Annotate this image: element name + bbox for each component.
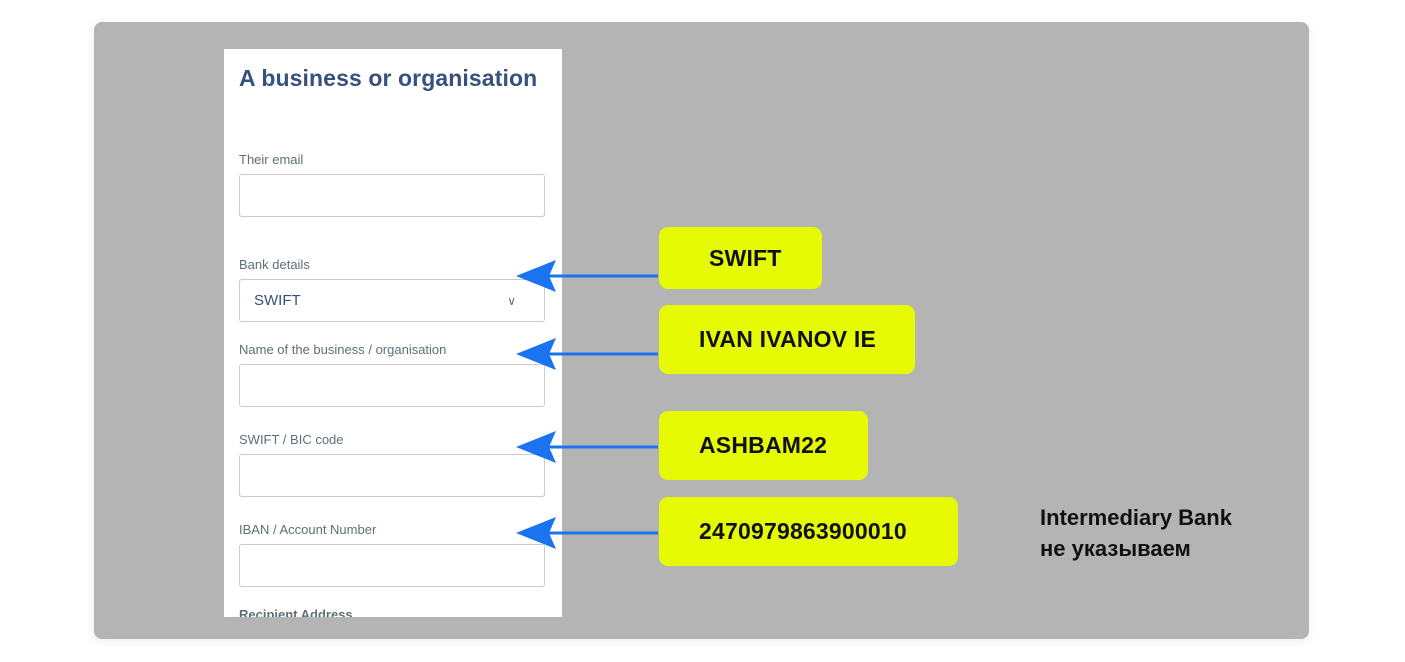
- form-title: A business or organisation: [239, 65, 538, 91]
- callout-iban: 2470979863900010: [659, 497, 958, 566]
- callout-bank-details: SWIFT: [659, 227, 822, 289]
- callout-swift-code: ASHBAM22: [659, 411, 868, 480]
- recipient-form-panel: A business or organisation Their email B…: [224, 49, 562, 617]
- swift-code-label: SWIFT / BIC code: [239, 432, 344, 447]
- iban-field[interactable]: [239, 544, 545, 587]
- callout-business-name: IVAN IVANOV IE: [659, 305, 915, 374]
- intermediary-bank-note: Intermediary Bank не указываем: [1040, 502, 1232, 564]
- annotation-backdrop: A business or organisation Their email B…: [94, 22, 1309, 639]
- note-line-1: Intermediary Bank: [1040, 505, 1232, 530]
- bank-details-label: Bank details: [239, 257, 310, 272]
- swift-code-field[interactable]: [239, 454, 545, 497]
- note-line-2: не указываем: [1040, 536, 1191, 561]
- recipient-address-heading: Recipient Address: [239, 607, 353, 617]
- bank-details-select[interactable]: SWIFT ∨: [239, 279, 545, 322]
- business-name-label: Name of the business / organisation: [239, 342, 447, 357]
- email-label: Their email: [239, 152, 304, 167]
- chevron-down-icon: ∨: [507, 293, 516, 308]
- business-name-field[interactable]: [239, 364, 545, 407]
- email-field[interactable]: [239, 174, 545, 217]
- bank-details-selected-value: SWIFT: [254, 292, 301, 309]
- iban-label: IBAN / Account Number: [239, 522, 377, 537]
